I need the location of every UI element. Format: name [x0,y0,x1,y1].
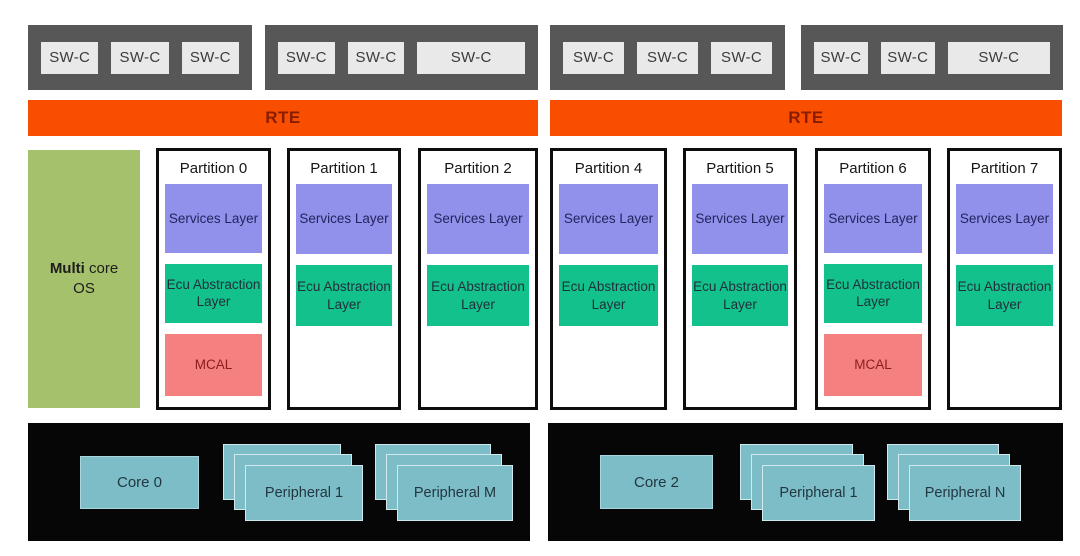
partition-title: Partition 6 [839,160,907,177]
swc-box: SW-C [347,41,405,74]
ecu-abstraction-layer-box: Ecu Abstraction Layer [165,263,262,324]
peripheral-stack: Peripheral 1 [223,444,363,521]
hardware-bar-left: Core 0 Peripheral 1 Peripheral M [28,423,530,541]
swc-box: SW-C [181,41,239,74]
ecu-abstraction-layer-box: Ecu Abstraction Layer [296,265,392,326]
services-layer-box: Services Layer [824,184,922,253]
ecu-abstraction-layer-box: Ecu Abstraction Layer [956,265,1053,326]
peripheral-stack: Peripheral 1 [740,444,875,521]
partition-5: Partition 5 Services Layer Ecu Abstracti… [683,148,797,410]
swc-box: SW-C [563,41,624,74]
mcal-box: MCAL [824,334,922,397]
os-label-line2: OS [73,280,95,297]
swc-box: SW-C [41,41,99,74]
swc-box: SW-C [814,41,868,74]
rte-bar-left: RTE [28,100,538,136]
swc-box: SW-C [880,41,935,74]
partition-title: Partition 0 [179,160,248,177]
swc-box: SW-C [637,41,698,74]
swc-group-3: SW-C SW-C SW-C [550,25,785,90]
swc-box: SW-C [947,41,1050,74]
peripheral-card-front: Peripheral N [909,465,1021,521]
services-layer-box: Services Layer [559,184,658,254]
services-layer-box: Services Layer [296,184,392,254]
ecu-abstraction-layer-box: Ecu Abstraction Layer [824,263,922,324]
services-layer-box: Services Layer [165,184,262,253]
partition-7: Partition 7 Services Layer Ecu Abstracti… [947,148,1062,410]
core-box: Core 2 [600,455,713,509]
peripheral-stack: Peripheral M [375,444,513,521]
swc-group-1: SW-C SW-C SW-C [28,25,252,90]
partition-1: Partition 1 Services Layer Ecu Abstracti… [287,148,401,410]
peripheral-card-front: Peripheral M [397,465,513,521]
partition-title: Partition 7 [970,160,1039,177]
swc-box: SW-C [278,41,335,74]
swc-group-4: SW-C SW-C SW-C [801,25,1063,90]
ecu-abstraction-layer-box: Ecu Abstraction Layer [692,265,788,326]
hardware-bar-right: Core 2 Peripheral 1 Peripheral N [548,423,1063,541]
services-layer-box: Services Layer [692,184,788,254]
peripheral-card-front: Peripheral 1 [762,465,875,521]
core-box: Core 0 [80,456,199,509]
partition-title: Partition 5 [706,160,774,177]
peripheral-stack: Peripheral N [887,444,1021,521]
partition-4: Partition 4 Services Layer Ecu Abstracti… [550,148,667,410]
partition-6: Partition 6 Services Layer Ecu Abstracti… [815,148,931,410]
swc-box: SW-C [711,41,772,74]
rte-bar-right: RTE [550,100,1062,136]
os-label-line1: Multi core [49,259,119,277]
services-layer-box: Services Layer [956,184,1053,254]
swc-box: SW-C [111,41,169,74]
services-layer-box: Services Layer [427,184,529,254]
mcal-box: MCAL [165,334,262,397]
ecu-abstraction-layer-box: Ecu Abstraction Layer [427,265,529,326]
swc-box: SW-C [417,41,526,74]
peripheral-card-front: Peripheral 1 [245,465,363,521]
ecu-abstraction-layer-box: Ecu Abstraction Layer [559,265,658,326]
partition-title: Partition 1 [310,160,378,177]
swc-group-2: SW-C SW-C SW-C [265,25,538,90]
partition-0: Partition 0 Services Layer Ecu Abstracti… [156,148,271,410]
partition-title: Partition 4 [574,160,643,177]
partition-2: Partition 2 Services Layer Ecu Abstracti… [418,148,538,410]
partition-title: Partition 2 [444,160,512,177]
multicore-os-box: Multi core OS [28,150,140,408]
